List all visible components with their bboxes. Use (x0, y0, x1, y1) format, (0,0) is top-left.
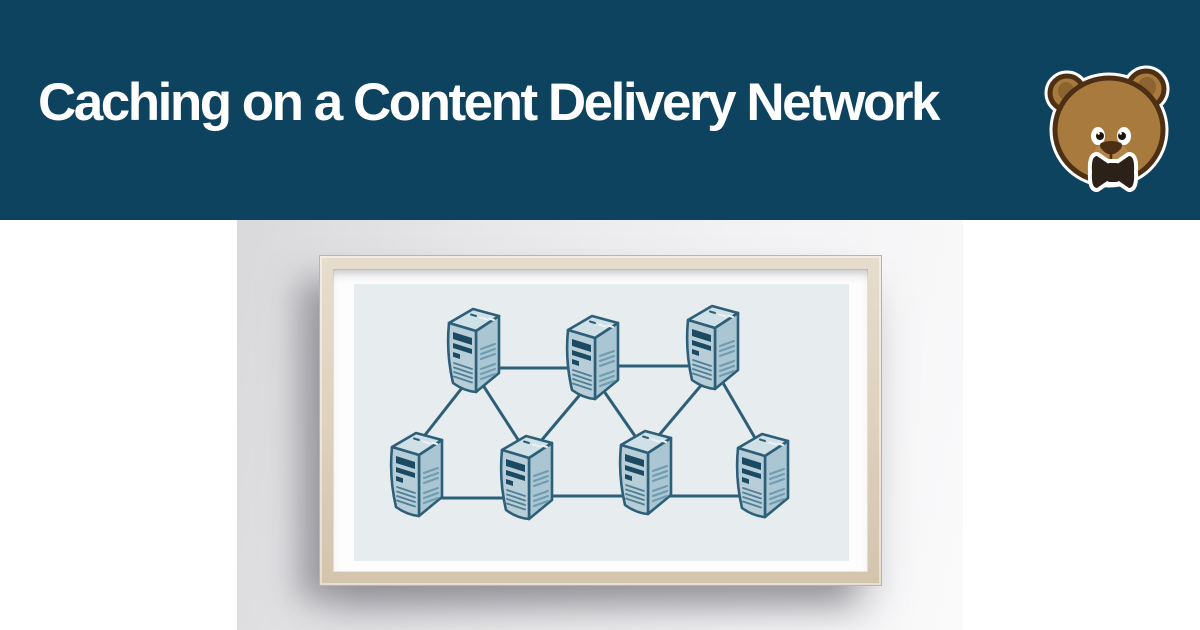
frame-mat (333, 269, 868, 572)
diagram-nodes (389, 304, 790, 521)
bear-nose (1100, 141, 1122, 155)
bear-bow-tie-icon (1087, 152, 1139, 192)
server-node-bottom-3 (618, 429, 673, 516)
server-node-bottom-2 (499, 434, 554, 521)
header-band: Caching on a Content Delivery Network (0, 0, 1200, 220)
server-node-bottom-1 (389, 431, 444, 518)
wall-photo (237, 220, 963, 630)
bear-eyes (1091, 127, 1131, 145)
cdn-network-diagram (354, 284, 849, 561)
teddy-bear-icon (1044, 65, 1170, 192)
server-node-top-2 (565, 314, 620, 401)
server-node-bottom-4 (735, 432, 790, 519)
picture-frame (319, 255, 882, 586)
server-node-top-1 (446, 307, 501, 394)
server-node-top-3 (685, 304, 740, 391)
page-title: Caching on a Content Delivery Network (38, 73, 940, 132)
